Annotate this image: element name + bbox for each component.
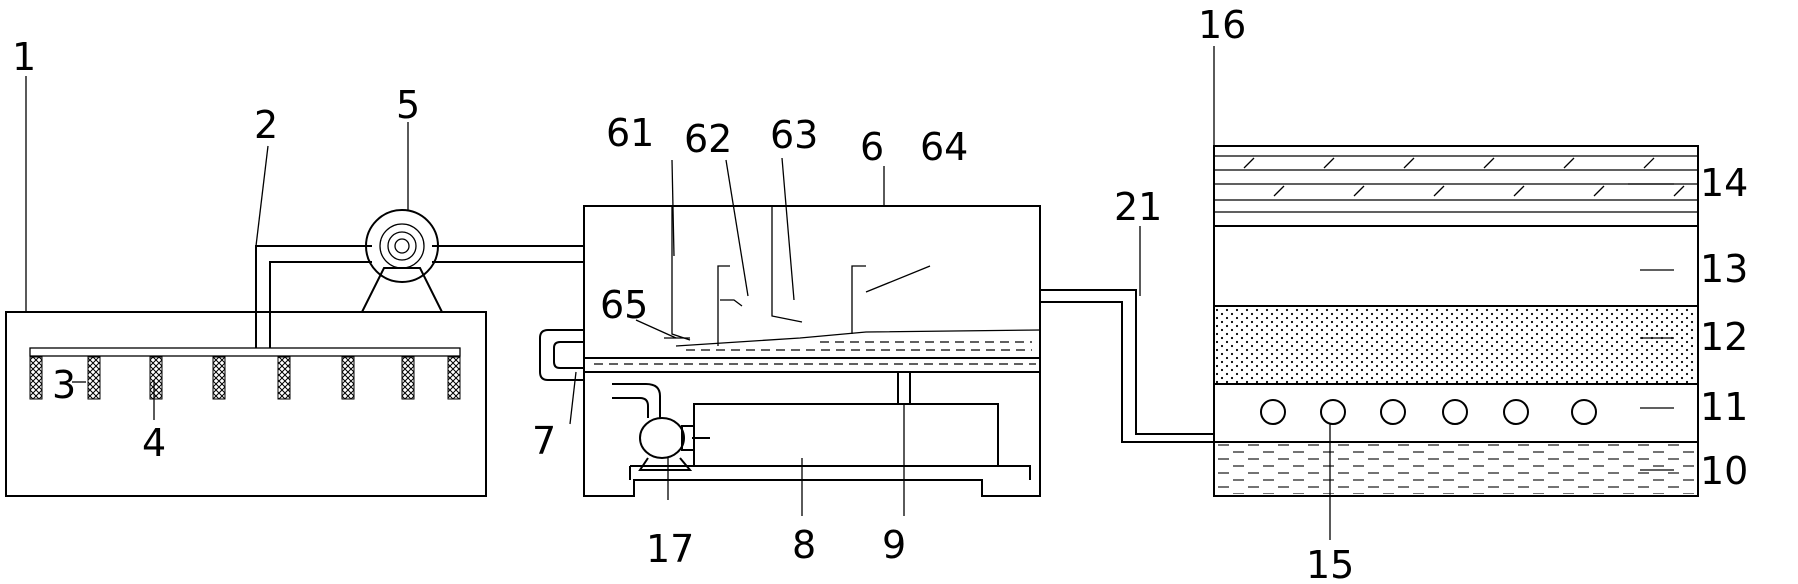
label-4: 4 [142,421,166,465]
label-7: 7 [532,419,556,463]
layer-14 [1213,145,1699,227]
label-16: 16 [1198,3,1246,47]
pipe-7 [539,329,584,381]
tank-6 [583,205,1041,497]
baffle-62 [717,265,730,346]
fan-5 [361,209,443,313]
layer-10 [1216,444,1696,494]
baffle-64 [851,265,866,334]
spray-manifold-pipe [29,347,461,357]
label-13: 13 [1700,247,1748,291]
label-11: 11 [1700,385,1748,429]
label-6: 6 [860,125,884,169]
label-63: 63 [770,113,818,157]
label-9: 9 [882,523,906,567]
labels: 1 2 3 4 5 6 61 62 63 64 65 7 17 8 9 21 1… [12,3,1748,584]
pump-17 [612,383,710,471]
pipe-2 [255,245,584,348]
label-62: 62 [684,117,732,161]
label-1: 1 [12,35,36,79]
baffle-61 [664,206,691,341]
label-15: 15 [1306,543,1354,584]
layer-12 [1214,308,1698,385]
label-17: 17 [646,527,694,571]
label-64: 64 [920,125,968,169]
layer-11 [1214,399,1698,443]
label-12: 12 [1700,315,1748,359]
label-8: 8 [792,523,816,567]
label-21: 21 [1114,185,1162,229]
spray-nozzles [29,356,461,400]
pipe-9 [897,371,911,405]
label-2: 2 [254,103,278,147]
label-3: 3 [52,363,76,407]
box-8 [629,403,1031,480]
pipe-21 [1040,289,1214,443]
label-5: 5 [396,83,420,127]
label-14: 14 [1700,161,1748,205]
label-65: 65 [600,283,648,327]
label-61: 61 [606,111,654,155]
leader-lines [25,46,1674,540]
tank-1 [5,311,487,497]
label-10: 10 [1700,449,1748,493]
baffle-63 [720,206,803,323]
